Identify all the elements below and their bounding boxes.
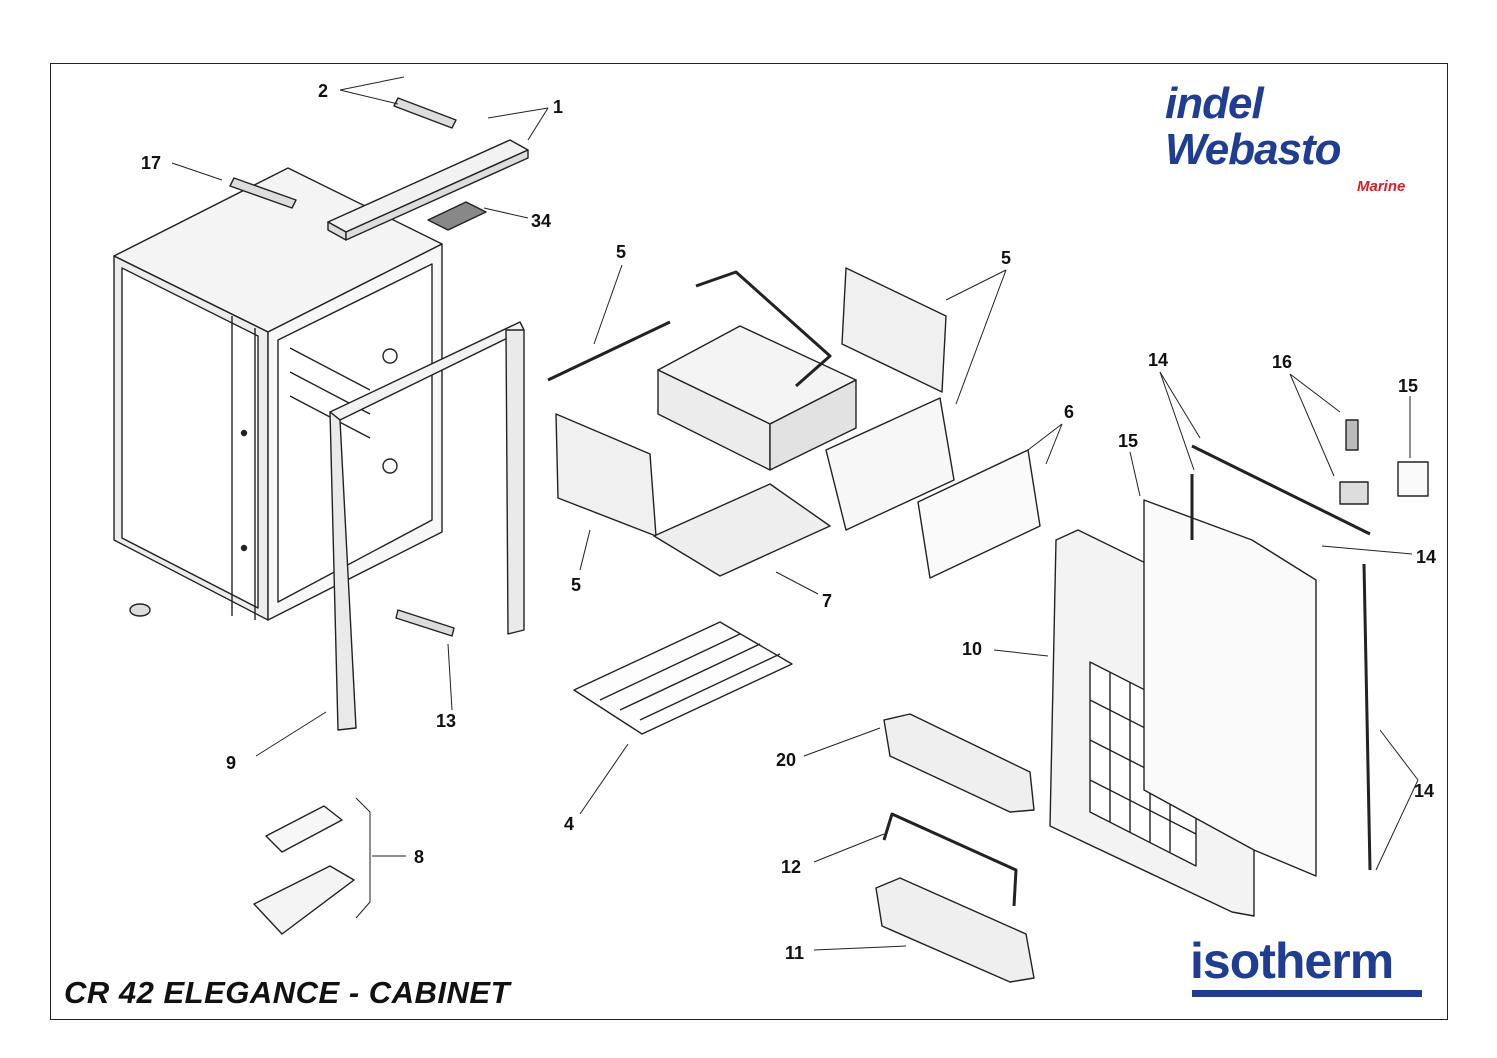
callout-11: 11 bbox=[785, 943, 805, 963]
callout-5-bottom: 5 bbox=[571, 575, 582, 595]
hinge-plate-2 bbox=[393, 97, 457, 129]
hinge-plate-17 bbox=[229, 177, 297, 209]
top-cover-plate bbox=[327, 139, 529, 241]
logo-marine-text: Marine bbox=[1357, 178, 1406, 195]
gasket-strip-14a bbox=[1191, 444, 1371, 536]
cooling-unit bbox=[657, 270, 857, 471]
freezer-compartment bbox=[825, 397, 955, 531]
cabinet-foot bbox=[129, 603, 151, 617]
callout-10: 10 bbox=[962, 639, 983, 659]
ice-tray-8 bbox=[253, 865, 355, 935]
callout-14-top: 14 bbox=[1148, 350, 1169, 370]
callout-13: 13 bbox=[436, 711, 457, 731]
callout-15-left: 15 bbox=[1118, 431, 1139, 451]
callout-5-right: 5 bbox=[1001, 248, 1012, 268]
front-frame-9 bbox=[329, 321, 525, 731]
drawing-frame bbox=[50, 63, 1448, 1020]
bin-rail-12 bbox=[882, 812, 1018, 907]
wire-shelf-4 bbox=[573, 621, 793, 735]
door-bin-11 bbox=[875, 877, 1035, 983]
callout-1: 1 bbox=[553, 97, 564, 117]
callout-12: 12 bbox=[781, 857, 802, 877]
logo-webasto-text: Webasto bbox=[1165, 125, 1342, 174]
hinge-bracket-13 bbox=[395, 609, 455, 637]
callout-5-top: 5 bbox=[616, 242, 627, 262]
base-tray-7 bbox=[653, 483, 831, 577]
callout-34: 34 bbox=[531, 211, 552, 231]
callout-14-mid: 14 bbox=[1416, 547, 1437, 567]
door-panel-15 bbox=[1143, 499, 1317, 877]
leader-lines bbox=[171, 76, 1419, 951]
logo-indel-text: indel bbox=[1165, 79, 1264, 128]
side-panel-left-5 bbox=[555, 413, 657, 537]
panel-6 bbox=[917, 449, 1041, 579]
indel-webasto-logo: indel Webasto Marine bbox=[1165, 79, 1405, 196]
callout-6: 6 bbox=[1064, 402, 1075, 422]
callout-8: 8 bbox=[414, 847, 425, 867]
handle-plate-15 bbox=[1397, 461, 1429, 497]
isotherm-logo-underline bbox=[1192, 990, 1422, 997]
callout-4: 4 bbox=[564, 814, 575, 834]
gasket-strip-14b bbox=[1362, 563, 1372, 871]
side-panel-right-5 bbox=[841, 267, 947, 393]
bracket-8 bbox=[355, 797, 371, 919]
callout-7: 7 bbox=[822, 591, 833, 611]
callout-15-right: 15 bbox=[1398, 376, 1419, 396]
callout-2: 2 bbox=[318, 81, 329, 101]
drawing-title: CR 42 ELEGANCE - CABINET bbox=[64, 975, 511, 1010]
callout-17: 17 bbox=[141, 153, 162, 173]
rod-5 bbox=[547, 320, 671, 382]
callout-14-bottom: 14 bbox=[1414, 781, 1435, 801]
callout-20: 20 bbox=[776, 750, 797, 770]
callout-16: 16 bbox=[1272, 352, 1293, 372]
egg-tray-8 bbox=[265, 805, 343, 853]
callout-9: 9 bbox=[226, 753, 237, 773]
door-bin-20 bbox=[883, 713, 1035, 813]
cabinet-body bbox=[113, 167, 443, 621]
vent-grille-34 bbox=[427, 201, 487, 231]
latch-base-16 bbox=[1339, 481, 1369, 505]
latch-16 bbox=[1345, 419, 1359, 451]
isotherm-logo: isotherm bbox=[1190, 933, 1394, 989]
